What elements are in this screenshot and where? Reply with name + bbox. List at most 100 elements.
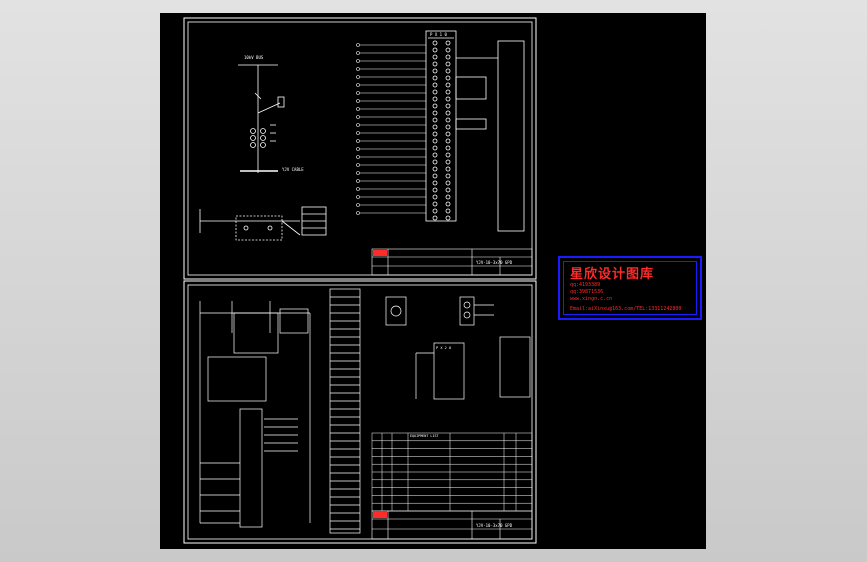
wire-end: [356, 43, 360, 47]
equipment-table: [371, 432, 533, 512]
terminal-point: [445, 201, 451, 207]
wire-end: [356, 179, 360, 183]
terminal-point: [445, 145, 451, 151]
terminal-point: [432, 61, 438, 67]
main-cable-label: YJV CABLE: [282, 167, 304, 172]
terminal-point: [445, 180, 451, 186]
lower-sheet-border: [183, 280, 537, 544]
terminal-point: [445, 82, 451, 88]
wire-end: [356, 107, 360, 111]
terminal-point: [445, 47, 451, 53]
wire-end: [356, 123, 360, 127]
terminal-point: [432, 89, 438, 95]
terminal-point: [432, 173, 438, 179]
terminal-point: [445, 152, 451, 158]
upper-footer-code: YJV-10-3x70 GPD: [476, 260, 513, 265]
terminal-point: [445, 103, 451, 109]
terminal-point: [432, 103, 438, 109]
lower-footer-code: YJV-10-3x70 GPD: [476, 523, 513, 528]
terminal-point: [445, 138, 451, 144]
control-circuit: [199, 206, 327, 241]
terminal-point: [445, 124, 451, 130]
terminal-point: [432, 152, 438, 158]
wire-end: [356, 51, 360, 55]
wire-end: [356, 195, 360, 199]
wire-end: [356, 163, 360, 167]
wire-end: [356, 147, 360, 151]
terminal-point: [445, 117, 451, 123]
wire-end: [356, 67, 360, 71]
terminal-wiring: [356, 43, 426, 215]
wire-end: [356, 187, 360, 191]
terminal-point: [445, 187, 451, 193]
terminal-point: [432, 54, 438, 60]
lower-title-block: [371, 510, 533, 540]
wire-end: [356, 91, 360, 95]
terminal-block: [425, 30, 525, 232]
busbar-label: 10kV BUS: [244, 55, 264, 60]
watermark-contact: Email:aiXinxu@163.com/TEL:13311242800: [570, 306, 682, 312]
watermark-title: 星欣设计图库: [570, 267, 655, 282]
single-line-diagram: [238, 64, 285, 173]
secondary-wiring-diagram: [199, 288, 361, 534]
terminal-header: P X 1 0: [430, 32, 447, 37]
wire-end: [356, 203, 360, 207]
terminal-point: [445, 159, 451, 165]
lower-sheet-inner-border: [187, 284, 533, 540]
upper-title-band: [373, 250, 387, 256]
terminal-point: [445, 166, 451, 172]
terminal-point: [432, 110, 438, 116]
terminal-point: [445, 40, 451, 46]
upper-title-block: [371, 248, 533, 276]
terminal-point: [445, 194, 451, 200]
terminal-point: [432, 180, 438, 186]
wire-end: [356, 155, 360, 159]
terminal-point: [432, 159, 438, 165]
terminal-point: [432, 201, 438, 207]
terminal-point: [445, 54, 451, 60]
terminal-point: [432, 47, 438, 53]
terminal-point: [432, 145, 438, 151]
terminal-point: [445, 89, 451, 95]
terminal-point: [432, 166, 438, 172]
wire-end: [356, 211, 360, 215]
terminal-point: [432, 40, 438, 46]
wire-end: [356, 59, 360, 63]
watermark-stamp: 星欣设计图库 qq:4193389 qq:39871536 www.xingo.…: [558, 256, 702, 320]
wire-end: [356, 131, 360, 135]
terminal-point: [432, 117, 438, 123]
watermark-qq2: qq:39871536: [570, 289, 604, 295]
terminal-point: [445, 75, 451, 81]
table-title: EQUIPMENT LIST: [410, 434, 439, 438]
terminal-point: [432, 68, 438, 74]
lower-title-band: [373, 512, 387, 518]
terminal-point: [432, 96, 438, 102]
terminal-point: [432, 187, 438, 193]
wire-end: [356, 115, 360, 119]
watermark-website: www.xingo.c.cn: [570, 296, 613, 302]
watermark-inner-frame: [563, 261, 697, 315]
terminal-point: [432, 131, 438, 137]
relay-label: P X 2 0: [436, 346, 451, 350]
terminal-point: [445, 173, 451, 179]
upper-sheet-inner-border: [187, 21, 533, 276]
wire-end: [356, 75, 360, 79]
terminal-point: [432, 124, 438, 130]
terminal-point: [432, 75, 438, 81]
relay-elements: [385, 296, 531, 400]
terminal-point: [432, 194, 438, 200]
wire-end: [356, 83, 360, 87]
terminal-point: [445, 208, 451, 214]
terminal-point: [445, 131, 451, 137]
watermark-qq1: qq:4193389: [570, 282, 601, 288]
cad-drawing: 10kV BUS YJV CABLE P X 1 0: [183, 17, 537, 544]
terminal-point: [445, 96, 451, 102]
terminal-point: [445, 61, 451, 67]
terminal-point: [432, 138, 438, 144]
terminal-point: [445, 215, 451, 221]
wire-end: [356, 139, 360, 143]
wire-end: [356, 171, 360, 175]
terminal-point: [432, 208, 438, 214]
wire-end: [356, 99, 360, 103]
terminal-point: [445, 68, 451, 74]
